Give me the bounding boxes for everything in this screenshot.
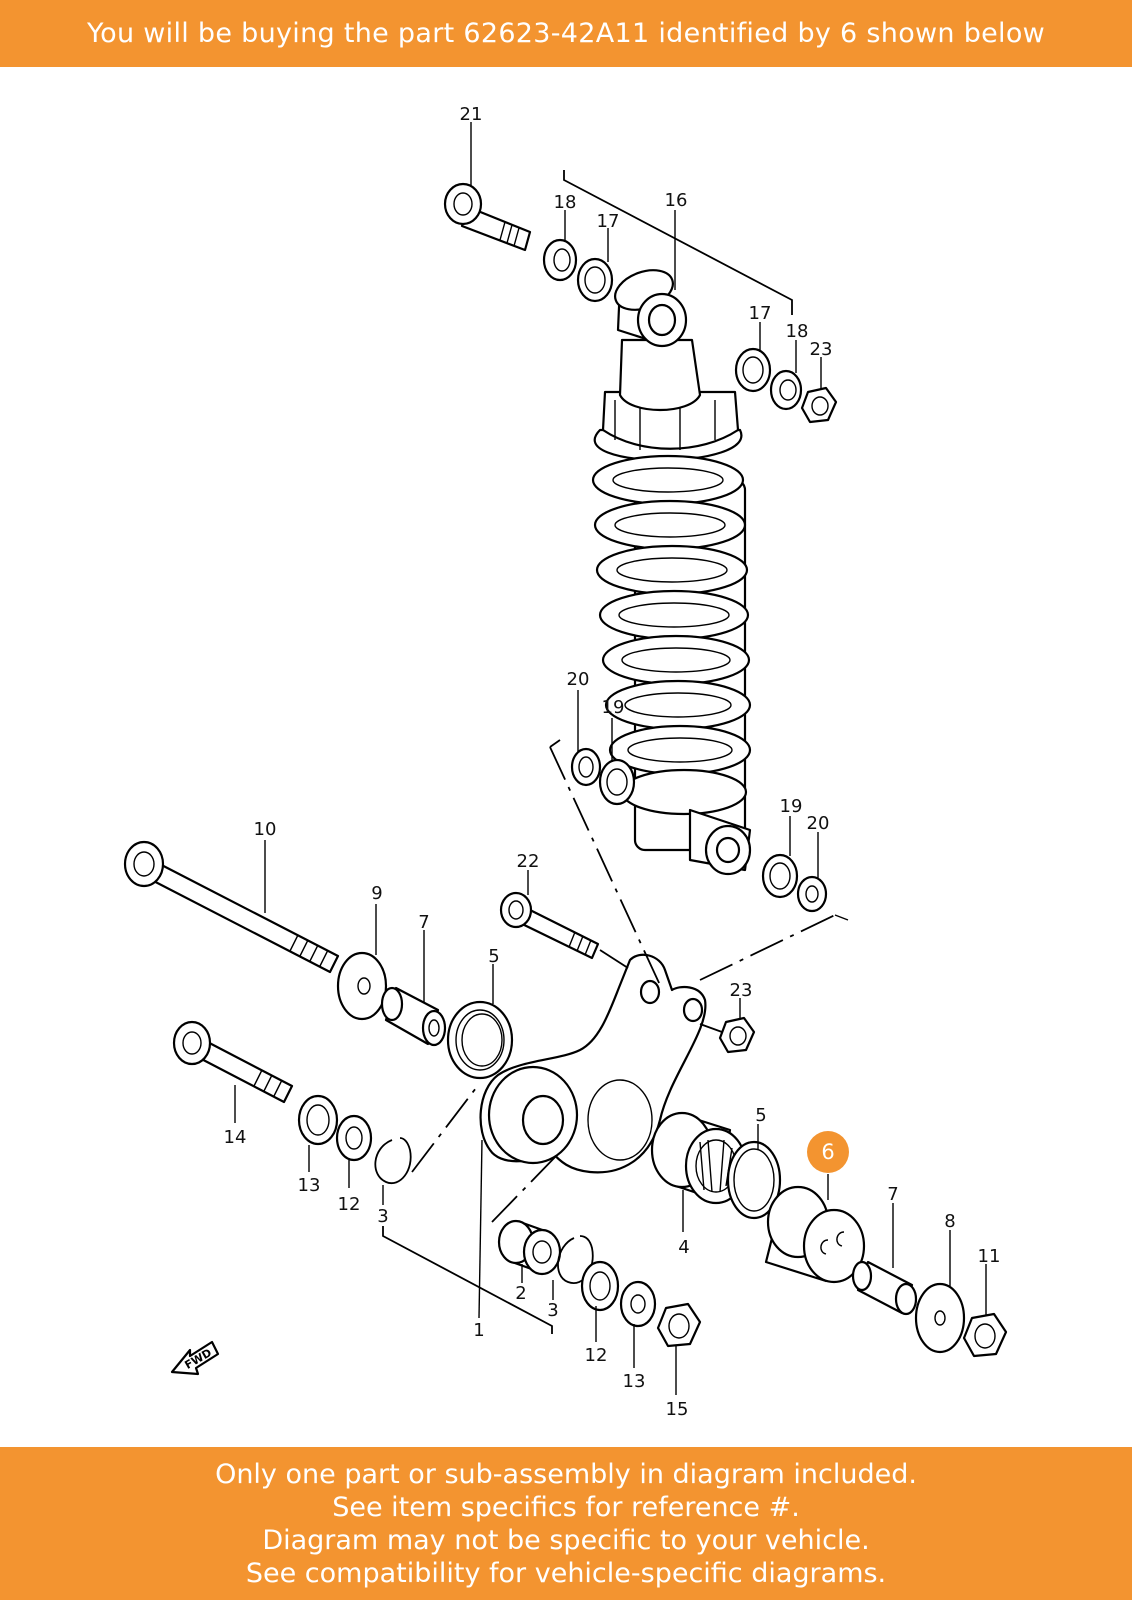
callout-5: 5 bbox=[755, 1105, 766, 1126]
callout-18: 18 bbox=[786, 321, 809, 342]
bottom-banner: Only one part or sub-assembly in diagram… bbox=[0, 1447, 1132, 1600]
notice-line: Diagram may not be specific to your vehi… bbox=[262, 1524, 870, 1556]
top-banner: You will be buying the part 62623-42A11 … bbox=[0, 0, 1132, 67]
seal-19-left bbox=[598, 758, 636, 806]
circlip-3-left bbox=[374, 1137, 412, 1185]
callout-17: 17 bbox=[597, 211, 620, 232]
washer-20-left bbox=[570, 747, 602, 787]
nut-23-top bbox=[800, 386, 838, 424]
callout-12: 12 bbox=[585, 1345, 608, 1366]
callout-labels: 21 18 17 16 17 18 23 20 19 19 20 10 22 9… bbox=[224, 104, 1001, 1420]
callout-9: 9 bbox=[371, 883, 382, 904]
brackets bbox=[382, 170, 793, 1334]
washer-9 bbox=[336, 951, 388, 1021]
nut-11 bbox=[962, 1312, 1008, 1358]
assembly-guide-lines bbox=[411, 739, 849, 1223]
parts-diagram: FWD 21 18 17 16 17 18 23 20 19 19 20 10 … bbox=[123, 104, 1008, 1420]
callout-11: 11 bbox=[978, 1246, 1001, 1267]
callout-17: 17 bbox=[749, 303, 772, 324]
callout-22: 22 bbox=[517, 851, 540, 872]
washer-13-lower bbox=[619, 1280, 657, 1328]
washer-20-right bbox=[796, 875, 828, 913]
bolt-10 bbox=[123, 840, 340, 974]
leader-lines bbox=[234, 122, 987, 1395]
callout-15: 15 bbox=[666, 1399, 689, 1420]
callout-23: 23 bbox=[810, 339, 833, 360]
bolt-22 bbox=[499, 891, 600, 960]
fwd-arrow-icon: FWD bbox=[170, 1340, 220, 1376]
collar-18-top bbox=[542, 238, 578, 282]
seal-12-lower bbox=[580, 1260, 620, 1312]
callout-23: 23 bbox=[730, 980, 753, 1001]
callout-1: 1 bbox=[473, 1320, 484, 1341]
bolt-14 bbox=[172, 1020, 294, 1104]
callout-14: 14 bbox=[224, 1127, 247, 1148]
collar-18-right bbox=[769, 369, 803, 411]
callout-20: 20 bbox=[807, 813, 830, 834]
bearing-5-left bbox=[446, 1000, 514, 1080]
callout-8: 8 bbox=[944, 1211, 955, 1232]
shock-top-eye bbox=[614, 269, 688, 348]
callout-19: 19 bbox=[780, 796, 803, 817]
spacer-6-highlighted[interactable] bbox=[764, 1185, 866, 1284]
nut-23-lower bbox=[718, 1016, 756, 1054]
seal-19-right bbox=[761, 853, 799, 899]
notice-line: See item specifics for reference #. bbox=[332, 1491, 800, 1523]
callout-10: 10 bbox=[254, 819, 277, 840]
bolt-21 bbox=[443, 182, 532, 252]
callout-19: 19 bbox=[602, 697, 625, 718]
callout-13: 13 bbox=[298, 1175, 321, 1196]
callout-7: 7 bbox=[418, 912, 429, 933]
callout-7: 7 bbox=[887, 1184, 898, 1205]
top-banner-text: You will be buying the part 62623-42A11 … bbox=[86, 18, 1046, 49]
callout-3: 3 bbox=[377, 1206, 388, 1227]
shock-spring bbox=[591, 428, 752, 816]
bearing-2 bbox=[497, 1219, 562, 1276]
callout-16: 16 bbox=[665, 190, 688, 211]
nut-15 bbox=[656, 1302, 702, 1348]
callout-20: 20 bbox=[567, 669, 590, 690]
needle-bearing-4 bbox=[650, 1111, 748, 1205]
washer-12-left bbox=[335, 1114, 373, 1162]
seal-17-top bbox=[576, 257, 614, 303]
notice-line: See compatibility for vehicle-specific d… bbox=[245, 1557, 887, 1589]
callout-18: 18 bbox=[554, 192, 577, 213]
shock-absorber bbox=[591, 269, 752, 876]
highlight-marker bbox=[807, 1131, 849, 1173]
seal-17-right bbox=[734, 347, 772, 393]
callout-12: 12 bbox=[338, 1194, 361, 1215]
washer-8 bbox=[914, 1282, 966, 1354]
seal-13-left bbox=[297, 1094, 339, 1146]
callout-3: 3 bbox=[547, 1300, 558, 1321]
notice-line: Only one part or sub-assembly in diagram… bbox=[215, 1458, 917, 1490]
bearing-5-right bbox=[726, 1140, 782, 1220]
callout-4: 4 bbox=[678, 1237, 689, 1258]
spacer-7-right bbox=[851, 1260, 918, 1316]
cushion-lever-1 bbox=[479, 953, 707, 1174]
callout-5: 5 bbox=[488, 946, 499, 967]
callout-21: 21 bbox=[460, 104, 483, 125]
shock-bottom-eye bbox=[688, 808, 752, 876]
callout-13: 13 bbox=[623, 1371, 646, 1392]
spacer-7-left bbox=[380, 986, 447, 1047]
callout-6-highlighted: 6 bbox=[821, 1140, 834, 1164]
callout-2: 2 bbox=[515, 1283, 526, 1304]
